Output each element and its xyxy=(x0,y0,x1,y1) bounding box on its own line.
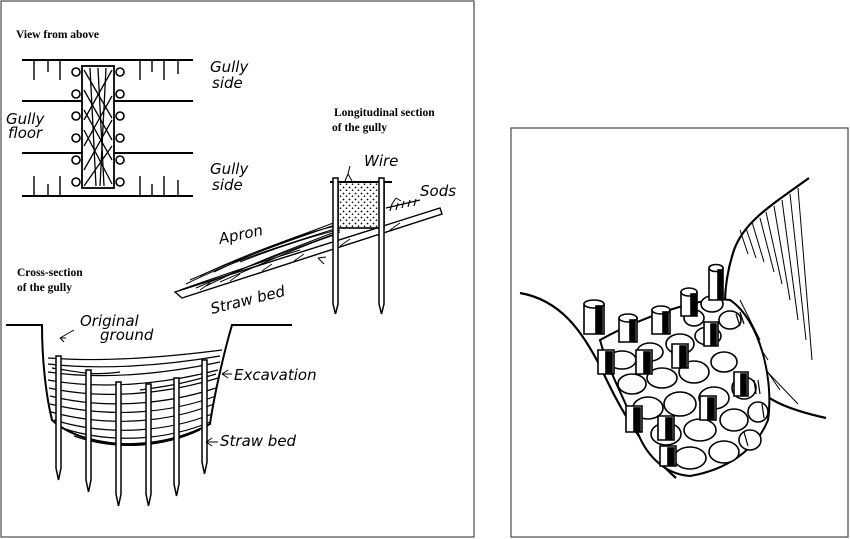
original-ground-label-1: Original xyxy=(80,312,140,330)
longitudinal-title-1: Longitudinal section xyxy=(334,107,435,119)
gully-side-bottom-label-2: side xyxy=(212,176,243,194)
right-panel-frame xyxy=(510,127,849,538)
apron-label: Apron xyxy=(216,221,264,248)
sods-hatch xyxy=(385,198,421,212)
stones xyxy=(607,295,769,470)
cross-straw-bed-label: Straw bed xyxy=(220,432,297,450)
long-post-left xyxy=(332,177,339,315)
gully-floor-label-2: floor xyxy=(8,124,43,142)
check-dam-posts xyxy=(583,263,749,467)
excavation-label: Excavation xyxy=(234,366,317,384)
longitudinal-title-2: of the gully xyxy=(332,122,387,134)
original-ground-label-2: ground xyxy=(100,326,154,344)
long-post-right xyxy=(378,177,385,315)
bank-hatching xyxy=(739,187,813,405)
long-straw-bed-label: Straw bed xyxy=(209,282,288,318)
top-view-title: View from above xyxy=(16,29,99,41)
left-panel-frame xyxy=(0,0,475,538)
gully-side-ticks-bottom xyxy=(33,176,179,195)
cross-title-1: Cross-section xyxy=(17,267,83,279)
cross-title-2: of the gully xyxy=(17,282,72,294)
wire-gabion xyxy=(337,181,385,229)
wire-label: Wire xyxy=(364,152,398,170)
longitudinal-section-diagram: Longitudinal section of the gully xyxy=(173,107,456,318)
stake-circles xyxy=(71,67,125,187)
gully-side-top-label-2: side xyxy=(212,74,243,92)
apron-straw xyxy=(179,221,341,291)
woven-straw xyxy=(83,67,113,187)
stone-shading xyxy=(735,311,765,447)
gully-floor-label-1: Gully xyxy=(6,110,45,128)
cross-section-diagram: Cross-section of the gully xyxy=(6,267,317,507)
sods-label: Sods xyxy=(420,182,456,200)
cross-stakes xyxy=(55,355,208,507)
gully-side-bottom-label-1: Gully xyxy=(210,160,249,178)
top-view-diagram: View from above xyxy=(6,29,249,197)
stone-check-dam-illustration xyxy=(519,177,827,479)
gully-side-top-label-1: Gully xyxy=(210,58,249,76)
gully-side-ticks-top xyxy=(33,61,179,80)
straw-layers xyxy=(47,349,223,447)
